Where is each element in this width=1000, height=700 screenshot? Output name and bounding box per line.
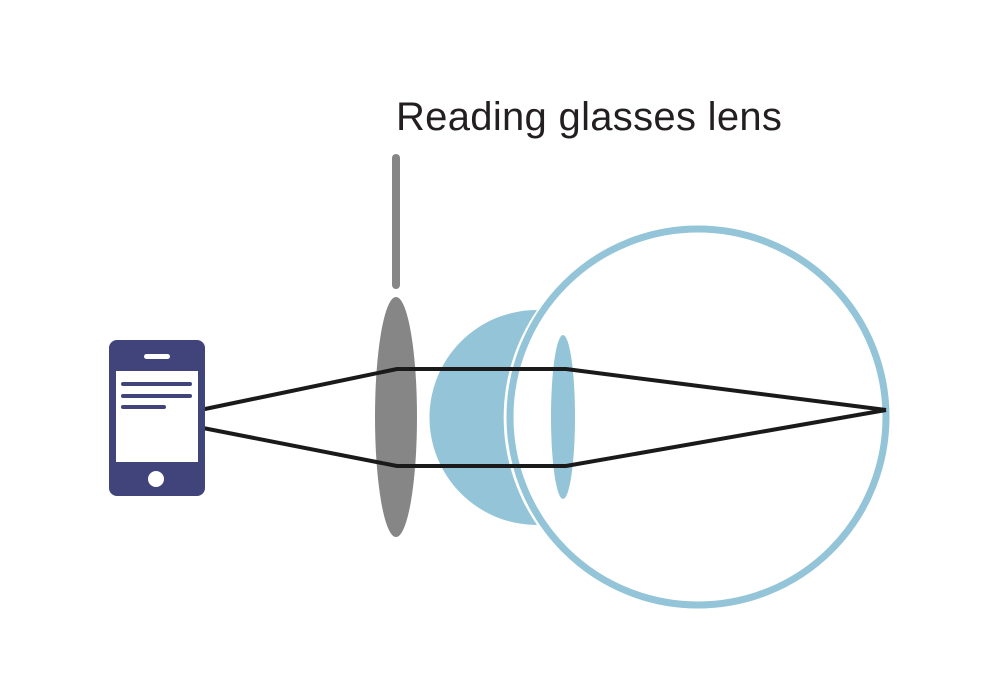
eye (429, 225, 890, 609)
phone-home-button (148, 471, 164, 487)
smartphone-icon (109, 340, 205, 496)
phone-screen (116, 371, 198, 462)
screen-text-line (121, 405, 166, 409)
light-rays (156, 367, 887, 468)
screen-text-line (121, 382, 192, 386)
eye-cornea (429, 310, 537, 525)
lower-light-ray (156, 408, 887, 468)
reading-glasses-lens-label: Reading glasses lens (396, 95, 783, 139)
reading-glasses-lens (375, 297, 417, 537)
reading-lens-group (375, 154, 417, 537)
upper-light-ray (156, 367, 887, 421)
eye-lens (551, 335, 575, 499)
eye-globe (506, 225, 890, 609)
phone-speaker (144, 354, 170, 359)
screen-text-line (121, 394, 192, 398)
